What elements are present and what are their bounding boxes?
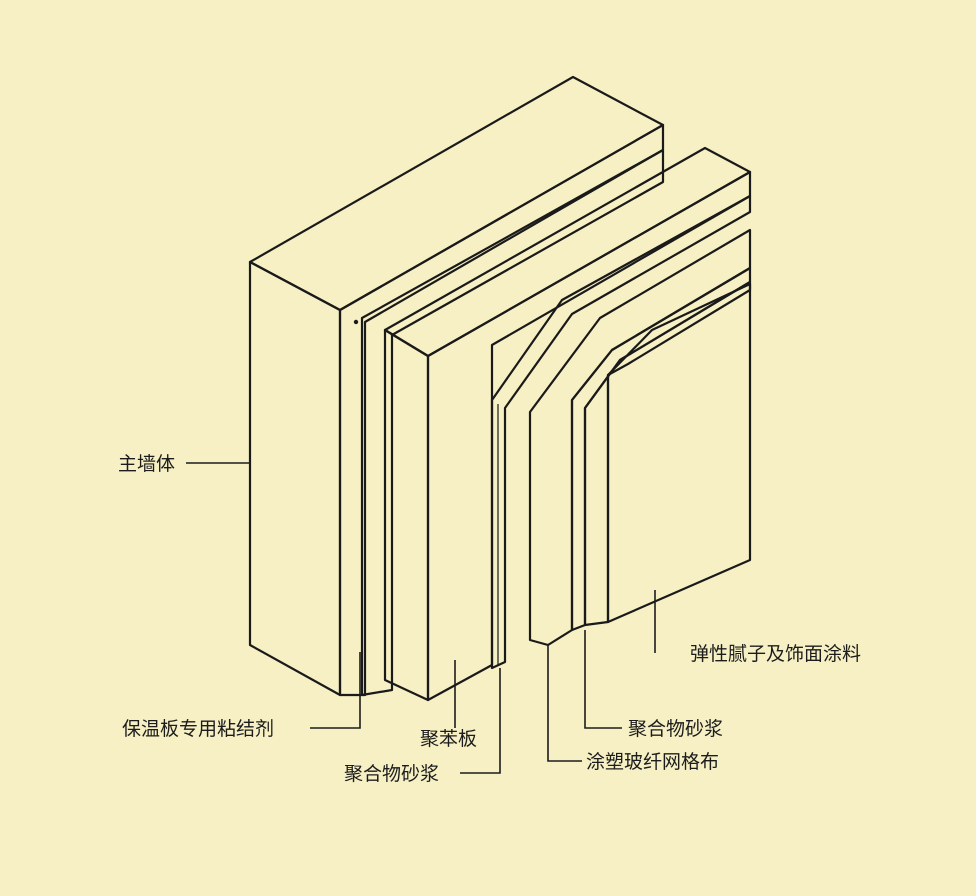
main-wall: [248, 75, 665, 697]
outer-mortar-layer: [570, 266, 752, 632]
inner-mortar-layer: [490, 194, 752, 670]
finish-coating-panel: [583, 280, 752, 627]
label-fiberglass-mesh: 涂塑玻纤网格布: [586, 751, 719, 773]
fiberglass-mesh-layer: [528, 228, 752, 647]
label-mortar-outer: 聚合物砂浆: [628, 718, 723, 740]
leader-lines: [186, 462, 656, 774]
label-main-wall: 主墙体: [118, 453, 175, 475]
label-finish-coating: 弹性腻子及饰面涂料: [690, 643, 861, 665]
label-mortar-inner: 聚合物砂浆: [344, 763, 439, 785]
polystyrene-board: [383, 146, 752, 702]
label-adhesive: 保温板专用粘结剂: [122, 718, 274, 740]
label-eps-board: 聚苯板: [420, 728, 477, 750]
adhesive-layer: [360, 148, 665, 697]
